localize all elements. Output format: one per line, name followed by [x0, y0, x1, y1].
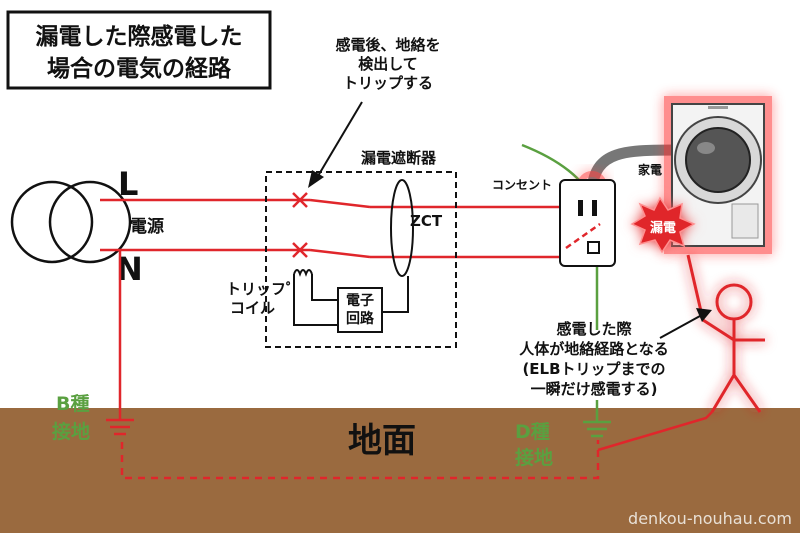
electronic-circuit-box — [337, 287, 383, 333]
b-earth-symbol — [106, 418, 134, 436]
appliance-washing-machine — [664, 96, 772, 254]
breaker-label: 漏電遮断器 — [361, 149, 437, 167]
title-line-1: 漏電した際感電した — [36, 23, 243, 50]
d-ground-label-2: 接地 — [515, 446, 553, 469]
power-source-label: 電源 — [130, 216, 164, 237]
trip-circuit-wiring — [293, 269, 409, 326]
person-figure — [686, 254, 765, 413]
outlet-slot-right — [592, 200, 597, 216]
title-line-2: 場合の電気の経路 — [47, 55, 232, 82]
electronic-circuit-label-2: 回路 — [346, 310, 375, 327]
shock-callout-line-4: 一瞬だけ感電する) — [531, 380, 658, 398]
watermark: denkou-nouhau.com — [628, 509, 792, 528]
leak-path-in-outlet — [565, 222, 601, 250]
trip-callout-line-3: トリップする — [343, 74, 433, 92]
outlet-body — [559, 179, 616, 267]
shock-callout-line-1: 感電した際 — [556, 320, 632, 338]
d-earth-symbol — [583, 420, 611, 438]
ground-label: 地面 — [348, 421, 416, 461]
shock-callout-line-3: (ELBトリップまでの — [522, 360, 665, 378]
d-ground-label-1: D種 — [515, 421, 550, 443]
line-l-label: L — [118, 165, 138, 203]
outlet-label: コンセント — [492, 178, 552, 192]
b-ground-label-2: 接地 — [52, 420, 90, 443]
appliance-label: 家電 — [638, 162, 662, 177]
breaker-box — [265, 171, 457, 348]
breaker-contacts-x — [292, 192, 308, 258]
title-box — [6, 10, 272, 90]
zct-label: ZCT — [410, 212, 443, 230]
electronic-circuit-label-1: 電子 — [346, 292, 374, 309]
leakage-label: 漏電 — [650, 220, 676, 236]
trip-coil-label-2: コイル — [230, 299, 275, 317]
leakage-burst-icon — [630, 196, 696, 254]
trip-coil-label-1: トリッフ゜ — [226, 280, 301, 298]
zct-core — [390, 179, 414, 277]
outlet-earth-terminal — [587, 241, 600, 254]
body-to-earth-path — [597, 411, 713, 452]
trip-callout-line-2: 検出して — [358, 55, 418, 73]
shock-callout-line-2: 人体が地絡経路となる — [519, 340, 669, 358]
trip-callout-arrow — [308, 101, 363, 188]
appliance-cord — [586, 144, 686, 196]
trip-callout-line-1: 感電後、地絡を — [335, 36, 440, 54]
shock-callout-arrow — [659, 308, 712, 339]
transformer-symbol — [10, 180, 132, 264]
circuit-wires — [100, 198, 600, 480]
b-ground-label-1: B種 — [56, 393, 89, 415]
outlet-slot-left — [578, 200, 583, 216]
